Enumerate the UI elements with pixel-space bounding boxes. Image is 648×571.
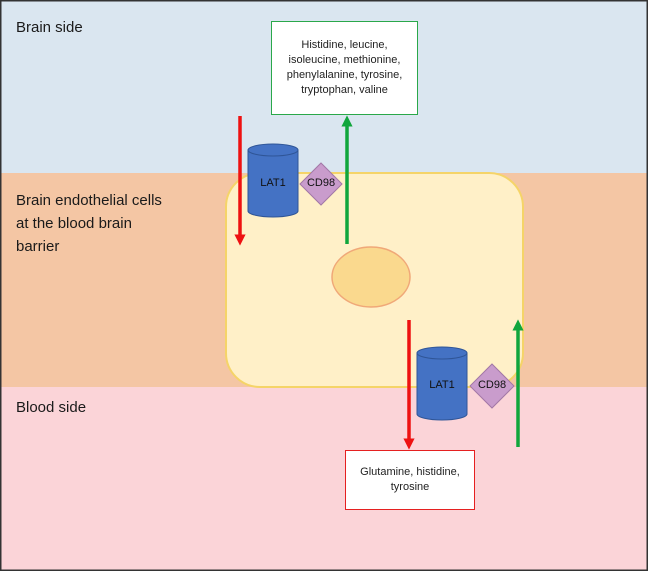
efflux-to-blood-box: Glutamine, histidine, tyrosine: [345, 450, 475, 510]
brain-side-label: Brain side: [16, 19, 83, 36]
endothelial-cells-label: Brain endothelial cells at the blood bra…: [16, 192, 162, 255]
bottom-lat1-label: LAT1: [429, 379, 455, 391]
cell-nucleus: [331, 246, 411, 308]
top-transporter: [247, 143, 343, 218]
top-cd98-label: CD98: [306, 177, 336, 189]
efflux-to-brain-box: Histidine, leucine, isoleucine, methioni…: [271, 21, 418, 115]
efflux-to-brain-text: Histidine, leucine, isoleucine, methioni…: [286, 39, 403, 96]
blood-side-label: Blood side: [16, 399, 87, 416]
bottom-transporter: [416, 346, 515, 421]
top-lat1-label: LAT1: [260, 177, 286, 189]
top-cd98-diamond: [299, 162, 343, 206]
top-lat1-cylinder-body: [247, 150, 299, 218]
bottom-cd98-label: CD98: [477, 379, 507, 391]
top-lat1-cylinder-cap: [247, 143, 299, 157]
bottom-lat1-cylinder-cap: [416, 346, 468, 360]
blood-side-region: [0, 387, 648, 571]
bottom-lat1-cylinder-body: [416, 353, 468, 421]
bottom-cd98-diamond: [469, 363, 515, 409]
efflux-to-blood-text: Glutamine, histidine, tyrosine: [360, 466, 460, 493]
